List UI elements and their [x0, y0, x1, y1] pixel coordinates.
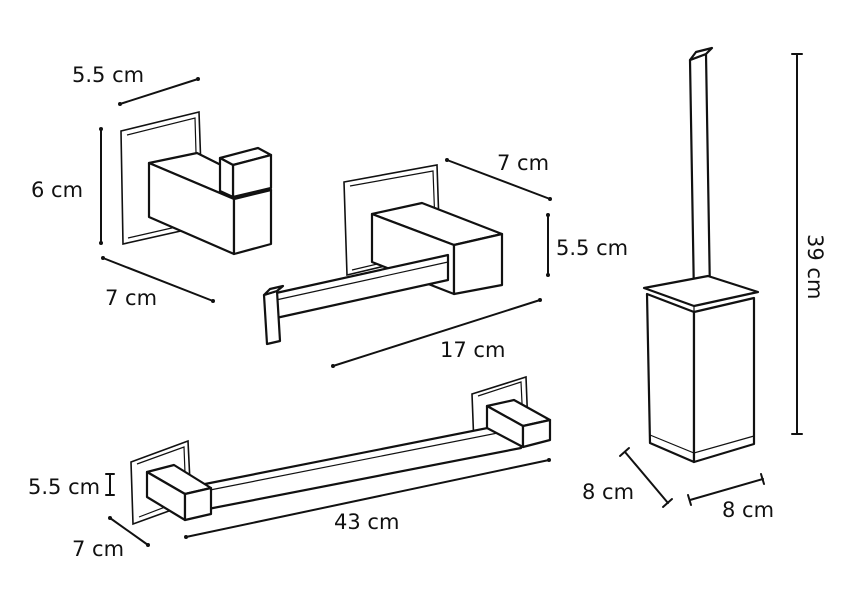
- brush-holder-height-label: 39 cm: [803, 234, 827, 299]
- brush-holder: [642, 46, 760, 464]
- brush-holder-width-label: 8 cm: [722, 498, 774, 522]
- towel-bar-left-bracket-front: [183, 486, 213, 522]
- paper-holder-end-cap: [262, 289, 282, 346]
- robe-hook-height-label: 6 cm: [31, 178, 83, 202]
- towel-bar-rail: [203, 420, 523, 511]
- dimension-lines: [99, 53, 803, 547]
- brush-handle: [688, 52, 712, 300]
- paper-holder-height-label: 5.5 cm: [556, 236, 628, 260]
- paper-holder-block-front: [452, 232, 504, 296]
- paper-holder-depth-label: 7 cm: [497, 151, 549, 175]
- brush-holder-lid: [642, 274, 760, 308]
- robe-hook: [120, 110, 273, 256]
- robe-hook-body-front: [232, 188, 273, 256]
- dimension-labels: 5.5 cm 6 cm 7 cm 7 cm 5.5 cm 17 cm 5.5 c…: [28, 63, 827, 561]
- towel-bar-length-label: 43 cm: [334, 510, 399, 534]
- paper-holder: [262, 164, 504, 346]
- paper-holder-length-label: 17 cm: [440, 338, 505, 362]
- robe-hook-depth-label: 7 cm: [105, 286, 157, 310]
- towel-bar-height-label: 5.5 cm: [28, 475, 100, 499]
- robe-hook-width-label: 5.5 cm: [72, 63, 144, 87]
- towel-bar-right-bracket-front: [521, 418, 552, 449]
- brush-holder-depth-label: 8 cm: [582, 480, 634, 504]
- towel-bar: [130, 375, 552, 526]
- towel-bar-depth-label: 7 cm: [72, 537, 124, 561]
- brush-holder-body-right: [692, 296, 756, 464]
